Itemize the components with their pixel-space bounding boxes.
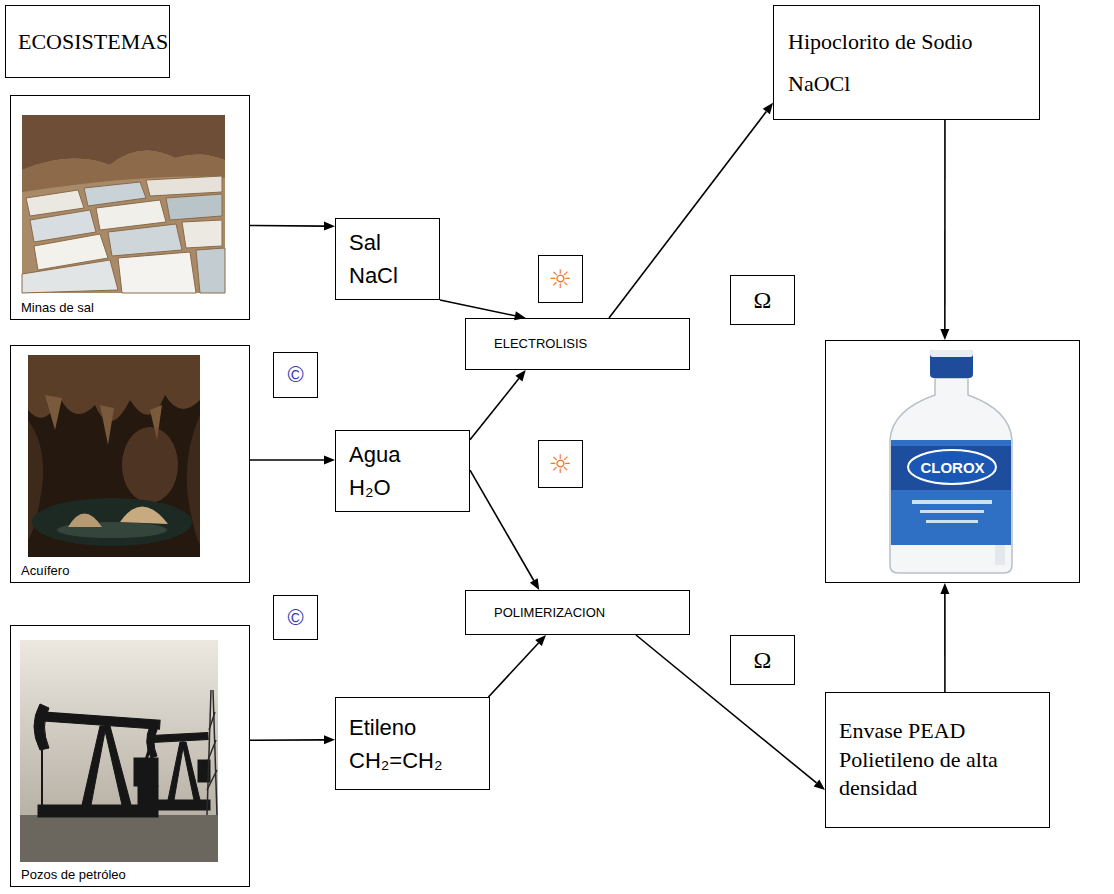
title-text: ECOSISTEMAS: [18, 29, 168, 55]
material-box: AguaH₂O: [335, 430, 470, 512]
arrow-connector: [636, 635, 825, 790]
box-text: CH₂=CH₂: [349, 744, 442, 777]
product-box: Envase PEAD Polietileno de alta densidad: [825, 692, 1050, 828]
arrow-head: [324, 456, 335, 465]
process-box: POLIMERIZACION: [465, 590, 690, 635]
arrow-head: [940, 329, 949, 340]
connector-line: [488, 643, 538, 697]
box-text: Agua: [349, 438, 400, 471]
photo-caption: Pozos de petróleo: [21, 867, 126, 882]
material-box: EtilenoCH₂=CH₂: [335, 697, 490, 790]
box-text: Etileno: [349, 711, 416, 744]
bleach-bottle: [890, 350, 1012, 573]
process-box: ELECTROLISIS: [465, 318, 690, 370]
arrow-connector: [250, 222, 335, 231]
ecosystem-photo-box: Pozos de petróleo: [10, 625, 250, 887]
symbol-text: ☼: [549, 264, 572, 294]
box-text: CLOROX: [920, 459, 984, 476]
ecosystem-photo-box: Minas de sal: [10, 95, 250, 320]
copyright-symbol-box: ©: [273, 595, 318, 640]
box-text: POLIMERIZACION: [494, 605, 605, 621]
arrow-head: [763, 103, 773, 114]
connector-line: [250, 459, 324, 461]
copyright-symbol-box: ©: [273, 352, 318, 398]
material-box: SalNaCl: [335, 218, 440, 300]
arrow-connector: [609, 103, 773, 318]
arrow-connector: [488, 635, 546, 697]
aquifer-photo: [28, 355, 200, 557]
box-text: Sal: [349, 226, 381, 259]
connector-line: [250, 739, 324, 741]
arrow-connector: [940, 583, 949, 692]
box-text: Envase PEAD Polietileno de alta densidad: [839, 717, 1019, 803]
arrow-connector: [250, 456, 335, 465]
arrow-connector: [250, 735, 335, 744]
box-text: H₂O: [349, 471, 391, 504]
arrow-head: [940, 583, 949, 594]
connector-line: [609, 111, 766, 318]
resistance-symbol-box: Ω: [730, 275, 795, 325]
product-photo-box: CLOROX: [825, 340, 1080, 583]
box-text: Hipoclorito de Sodio: [788, 21, 973, 63]
connector-line: [440, 300, 515, 316]
connector-line: [944, 120, 946, 329]
connector-line: [250, 225, 324, 227]
title-box: ECOSISTEMAS: [5, 5, 170, 78]
connector-line: [636, 635, 816, 783]
symbol-text: ©: [287, 362, 303, 388]
arrow-head: [535, 635, 546, 646]
symbol-text: Ω: [754, 287, 772, 314]
ecosystem-photo-box: Acuífero: [10, 345, 250, 583]
resistance-symbol-box: Ω: [730, 635, 795, 685]
product-box: Hipoclorito de SodioNaOCl: [773, 5, 1040, 120]
box-text: NaCl: [349, 259, 398, 292]
symbol-text: ©: [287, 605, 303, 631]
photo-caption: Acuífero: [21, 563, 69, 578]
arrow-connector: [940, 120, 949, 340]
arrow-head: [324, 735, 335, 744]
connector-line: [944, 594, 946, 692]
oil-wells-photo: [20, 640, 218, 862]
arrow-head: [515, 370, 525, 381]
arrow-head: [324, 222, 335, 231]
photo-caption: Minas de sal: [21, 300, 94, 315]
energy-symbol-box: ☼: [538, 255, 583, 303]
salt-mine-photo: [22, 115, 225, 293]
arrow-head: [530, 578, 539, 590]
connector-line: [470, 379, 519, 440]
box-text: NaOCl: [788, 63, 850, 105]
arrow-head: [814, 779, 825, 789]
box-text: ELECTROLISIS: [494, 336, 587, 352]
arrow-connector: [470, 470, 539, 590]
energy-symbol-box: ☼: [538, 440, 583, 488]
symbol-text: Ω: [754, 647, 772, 674]
arrow-connector: [470, 370, 526, 440]
symbol-text: ☼: [549, 449, 572, 479]
connector-line: [470, 470, 534, 580]
